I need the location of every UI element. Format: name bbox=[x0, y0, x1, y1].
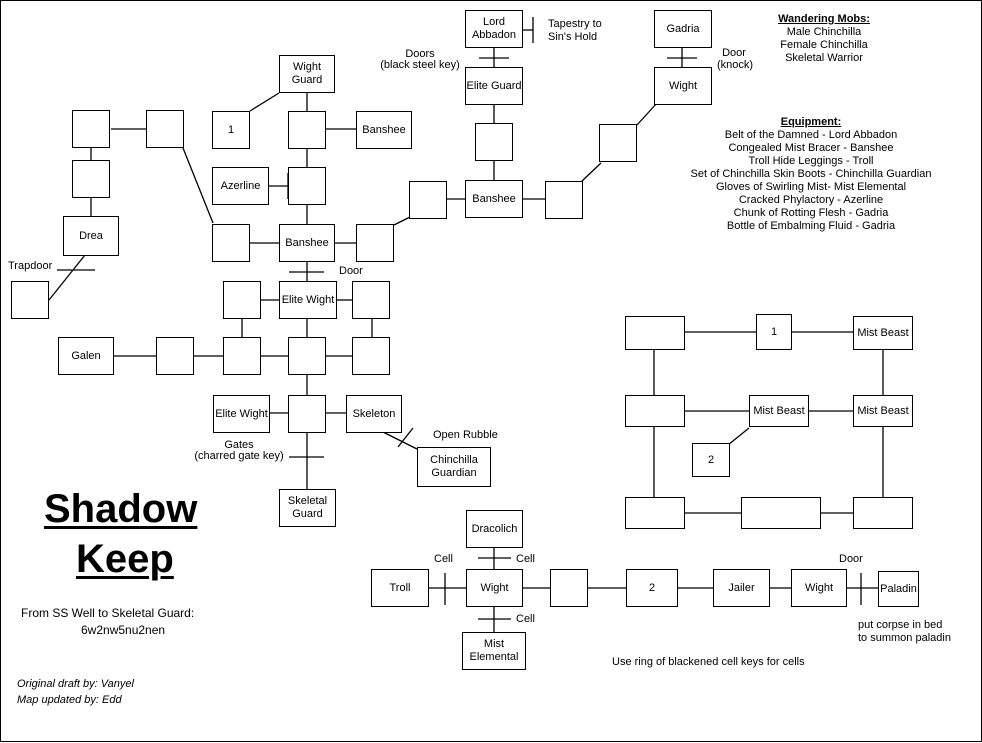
wandering-mob: Female Chinchilla bbox=[780, 39, 868, 51]
label-trapdoor: Trapdoor bbox=[8, 260, 53, 272]
room-corridor-f bbox=[288, 167, 326, 205]
room-two-right: 2 bbox=[692, 443, 730, 477]
room-elite-guard: Elite Guard bbox=[465, 67, 523, 105]
room-elite-wight-low: Elite Wight bbox=[213, 395, 270, 433]
room-grid-center bbox=[288, 337, 326, 375]
room-grid-e bbox=[352, 337, 390, 375]
room-corridor-k bbox=[72, 160, 110, 198]
label-tapestry: Tapestry to Sin's Hold bbox=[548, 18, 602, 43]
credit-updated: Map updated by: Edd bbox=[17, 694, 122, 706]
room-drea: Drea bbox=[63, 216, 119, 256]
room-right-nw bbox=[625, 316, 685, 350]
room-corridor-c bbox=[545, 181, 583, 219]
directions-heading: From SS Well to Skeletal Guard: bbox=[21, 606, 195, 620]
credit-draft: Original draft by: Vanyel bbox=[17, 678, 134, 690]
room-grid-w2 bbox=[156, 337, 194, 375]
room-gadria: Gadria bbox=[654, 10, 712, 48]
label-gates: Gates bbox=[224, 439, 254, 451]
room-grid-ne bbox=[352, 281, 390, 319]
map-title-line-2: Keep bbox=[76, 537, 174, 581]
room-corridor-e bbox=[288, 111, 326, 149]
label-cell-left: Cell bbox=[434, 553, 453, 565]
room-paladin: Paladin bbox=[878, 571, 919, 607]
room-corridor-d bbox=[599, 124, 637, 162]
room-one-right: 1 bbox=[756, 314, 792, 350]
room-corridor-j bbox=[146, 110, 184, 148]
room-banshee-side: Banshee bbox=[356, 111, 412, 149]
room-troll: Troll bbox=[371, 569, 429, 607]
equipment-item: Belt of the Damned - Lord Abbadon bbox=[724, 129, 898, 141]
room-one-left: 1 bbox=[212, 111, 250, 149]
room-elite-wight-top: Elite Wight bbox=[279, 281, 337, 319]
equipment-heading: Equipment: bbox=[780, 116, 842, 128]
room-corridor-b bbox=[409, 181, 447, 219]
room-chinchilla-guardian: Chinchilla Guardian bbox=[417, 447, 491, 487]
label-gates-key: (charred gate key) bbox=[194, 450, 284, 462]
room-jailer: Jailer bbox=[713, 569, 770, 607]
equipment-item: Set of Chinchilla Skin Boots - Chinchill… bbox=[690, 168, 932, 180]
label-doors: Doors bbox=[405, 48, 435, 60]
label-door-center: Door bbox=[339, 265, 363, 277]
room-mist-beast-1: Mist Beast bbox=[853, 316, 913, 350]
label-cell-top: Cell bbox=[516, 553, 535, 565]
room-skeletal-guard: Skeletal Guard bbox=[279, 489, 336, 527]
equipment-item: Congealed Mist Bracer - Banshee bbox=[728, 142, 894, 154]
room-grid-s bbox=[288, 395, 326, 433]
room-mist-elemental: Mist Elemental bbox=[462, 632, 526, 670]
equipment-item: Chunk of Rotting Flesh - Gadria bbox=[733, 207, 889, 219]
room-mist-beast-3: Mist Beast bbox=[853, 395, 913, 427]
label-door-gadria: Door bbox=[722, 47, 746, 59]
label-door-gadria-note: (knock) bbox=[716, 59, 754, 71]
room-mist-beast-2: Mist Beast bbox=[749, 395, 809, 427]
wandering-mobs-heading: Wandering Mobs: bbox=[778, 13, 870, 25]
label-door-paladin: Door bbox=[839, 553, 863, 565]
room-galen: Galen bbox=[58, 337, 114, 375]
room-lord-abbadon: Lord Abbadon bbox=[465, 10, 523, 48]
room-skeleton: Skeleton bbox=[346, 395, 402, 433]
room-corridor-bottom bbox=[550, 569, 588, 607]
equipment-item: Troll Hide Leggings - Troll bbox=[748, 155, 874, 167]
wandering-mob: Skeletal Warrior bbox=[785, 52, 863, 64]
label-paladin-note-1: put corpse in bed bbox=[858, 619, 943, 631]
room-corridor-i bbox=[72, 110, 110, 148]
room-wight-bottom: Wight bbox=[791, 569, 847, 607]
equipment-item: Bottle of Embalming Fluid - Gadria bbox=[726, 220, 896, 232]
room-right-s bbox=[741, 497, 821, 529]
room-azerline: Azerline bbox=[212, 167, 269, 205]
room-wight-gadria: Wight bbox=[654, 67, 712, 105]
room-banshee-east: Banshee bbox=[465, 180, 523, 218]
room-right-sw bbox=[625, 497, 685, 529]
label-cell-bottom: Cell bbox=[516, 613, 535, 625]
map-title-line-1: Shadow bbox=[44, 487, 198, 531]
label-doors-key: (black steel key) bbox=[380, 59, 460, 71]
equipment-item: Gloves of Swirling Mist- Mist Elemental bbox=[715, 181, 907, 193]
wandering-mob: Male Chinchilla bbox=[786, 26, 862, 38]
label-paladin-note-2: to summon paladin bbox=[858, 632, 951, 644]
room-dracolich: Dracolich bbox=[466, 510, 523, 548]
room-right-se bbox=[853, 497, 913, 529]
label-cell-keys: Use ring of blackened cell keys for cell… bbox=[612, 656, 805, 668]
room-trapdoor-room bbox=[11, 281, 49, 319]
equipment-item: Cracked Phylactory - Azerline bbox=[738, 194, 884, 206]
room-right-w bbox=[625, 395, 685, 427]
room-corridor-a bbox=[475, 123, 513, 161]
directions-path: 6w2nw5nu2nen bbox=[81, 623, 166, 637]
room-banshee-center: Banshee bbox=[279, 224, 335, 262]
room-wight-guard: Wight Guard bbox=[279, 55, 335, 93]
room-grid-nw bbox=[223, 281, 261, 319]
room-corridor-h bbox=[356, 224, 394, 262]
label-open-rubble: Open Rubble bbox=[433, 429, 498, 441]
room-grid-w1 bbox=[223, 337, 261, 375]
room-corridor-g bbox=[212, 224, 250, 262]
room-wight-cell: Wight bbox=[466, 569, 523, 607]
room-two-bottom: 2 bbox=[626, 569, 678, 607]
